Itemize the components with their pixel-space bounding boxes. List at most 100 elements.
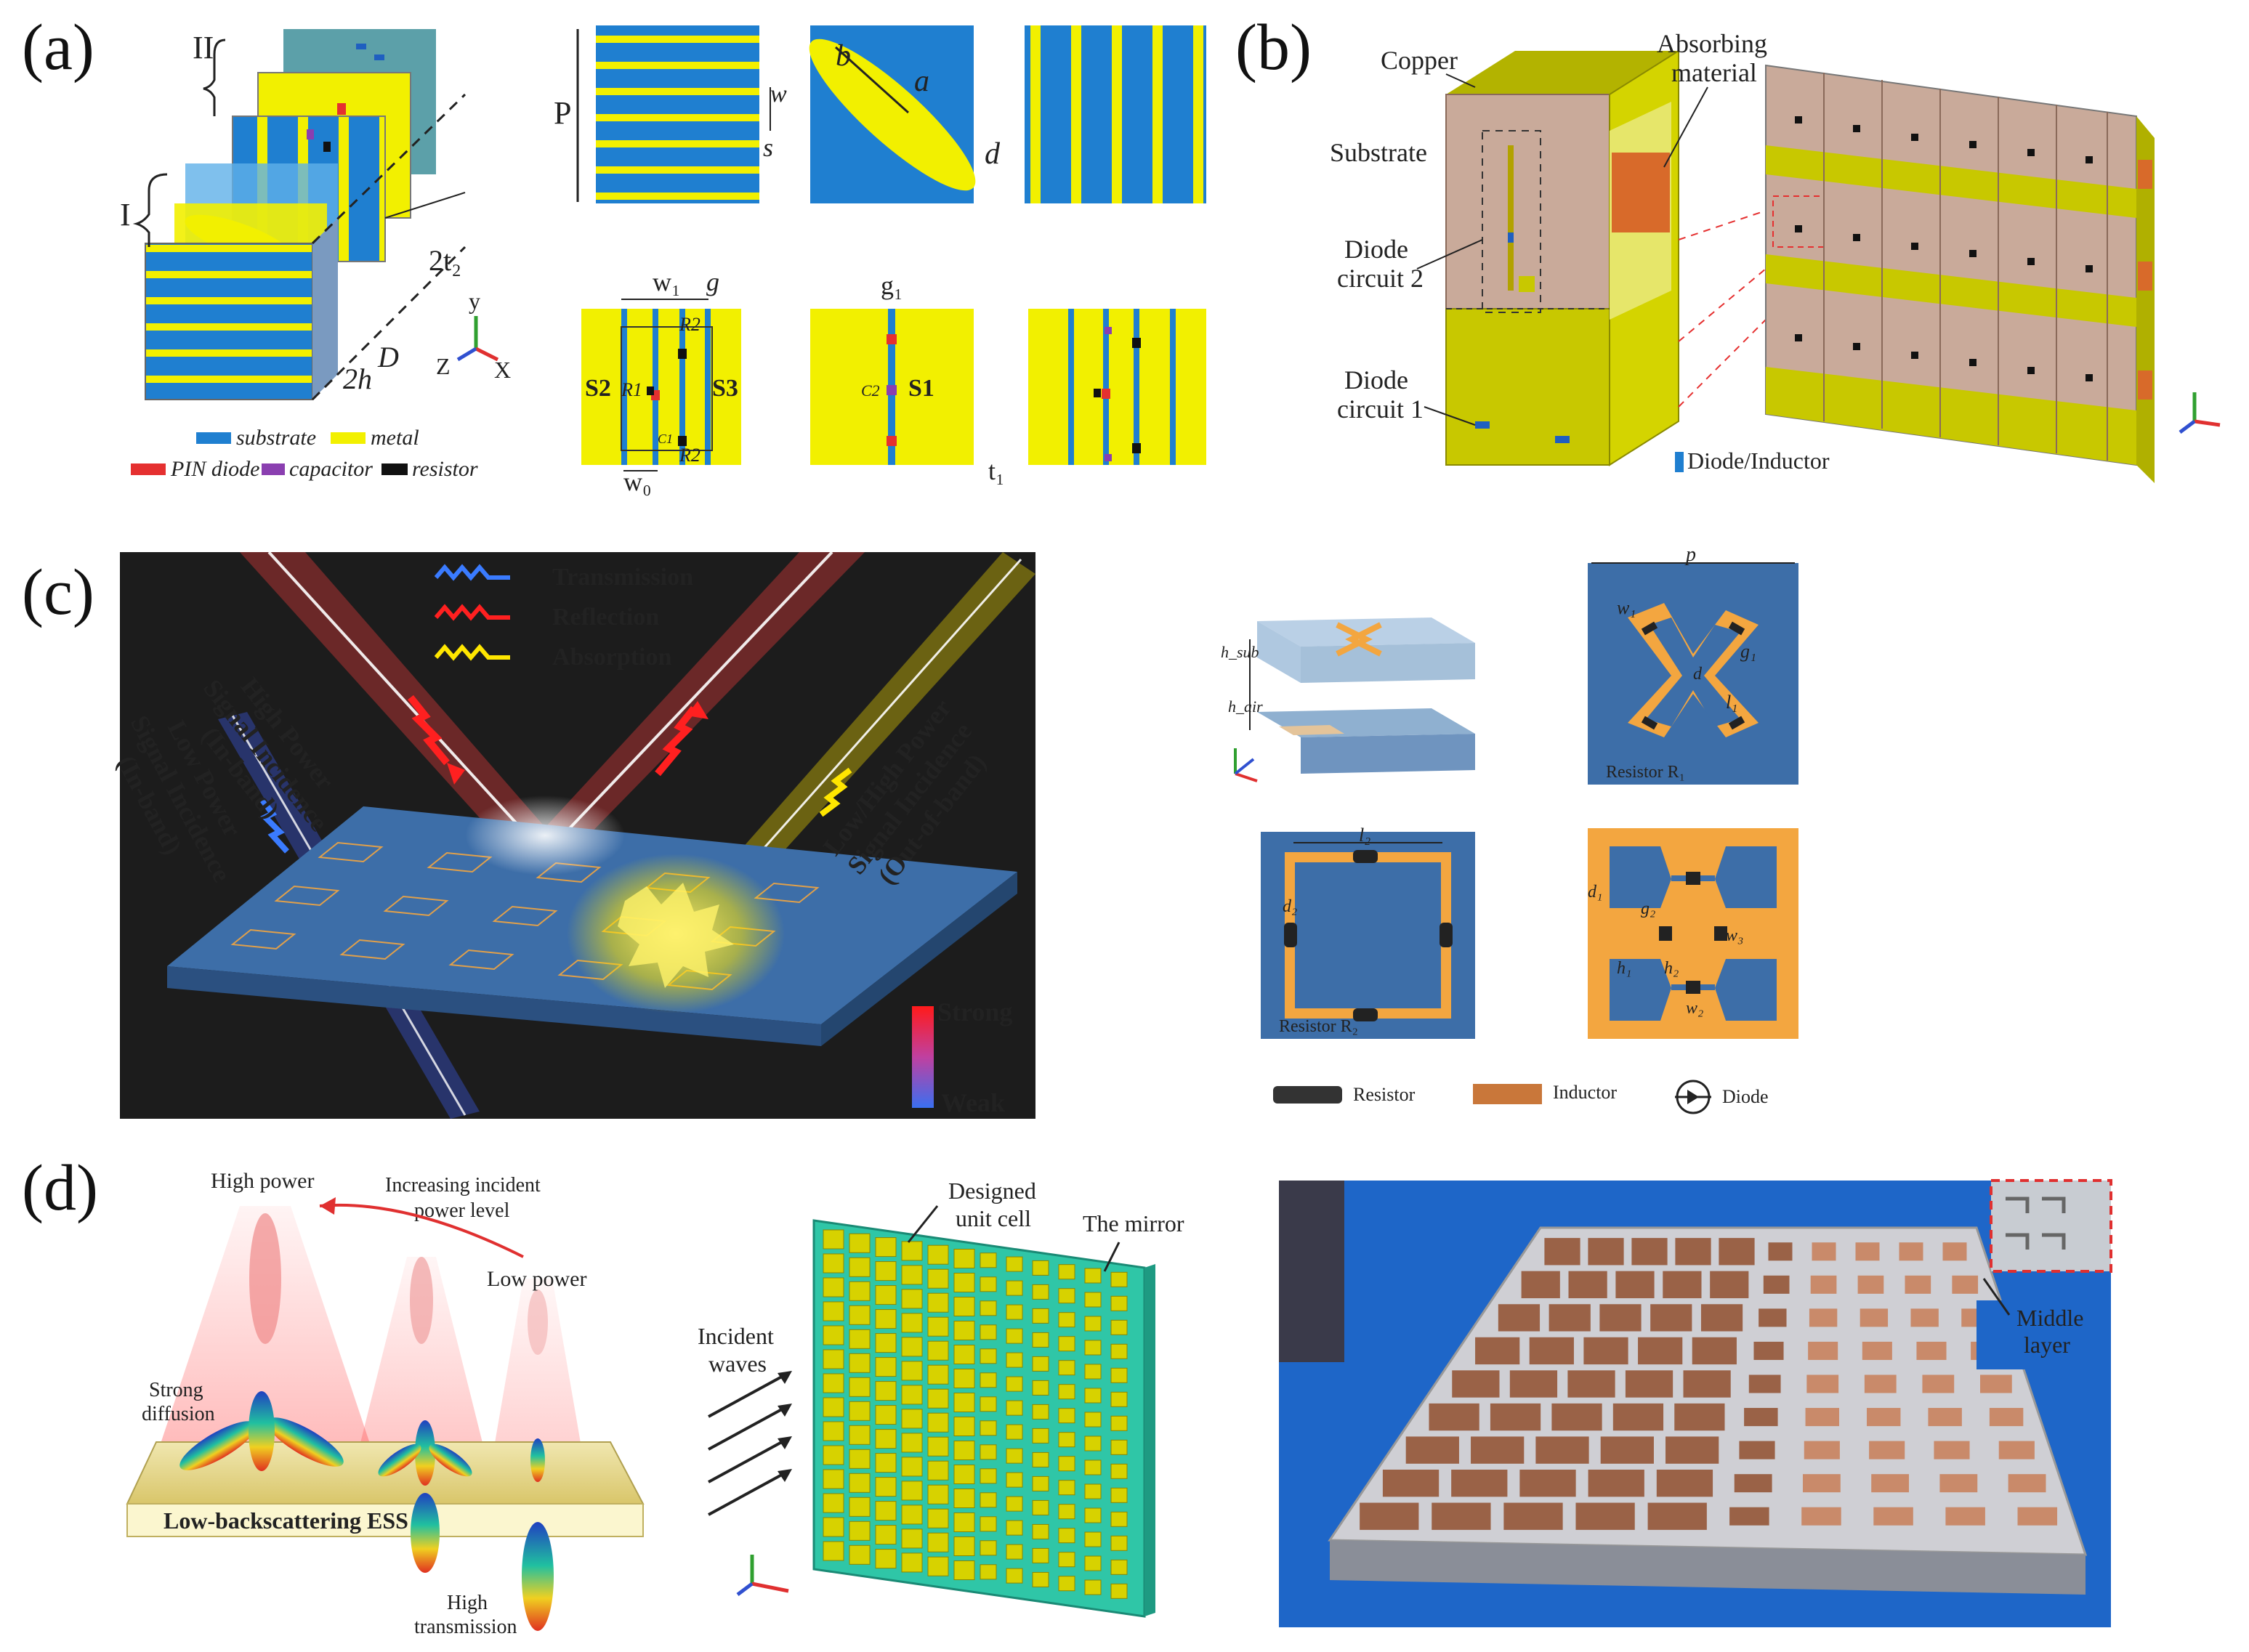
photo-cell: [1647, 1502, 1707, 1530]
grid-cell: [875, 1285, 897, 1305]
label-absorbing: Absorbing: [1657, 29, 1767, 58]
legend-c-diode: Diode: [1722, 1086, 1769, 1107]
middle-layer-cell: d₁ g₂ w₃ h₁ h₂ w₂: [1588, 828, 1798, 1039]
unit-cell-3d: [1445, 49, 1679, 466]
grid-cell: [980, 1324, 997, 1340]
grid-cell: [901, 1552, 923, 1573]
grid-cell: [1110, 1391, 1128, 1407]
photo-cell: [1748, 1374, 1781, 1393]
grid-cell: [875, 1477, 897, 1497]
grid-cell: [1032, 1332, 1049, 1348]
cell-ellipse: b a d: [809, 25, 1001, 203]
photo-cell: [1801, 1507, 1841, 1526]
axis-triad-a: y Z X: [436, 288, 511, 383]
param-r2-top: R2: [679, 314, 700, 335]
grid-cell: [901, 1457, 923, 1477]
grid-cell: [1110, 1343, 1128, 1359]
grid-cell: [953, 1273, 975, 1292]
label-resistor-r1: Resistor R₁: [1606, 763, 1685, 782]
param-b: b: [836, 39, 851, 73]
photo-cell: [1922, 1374, 1955, 1393]
cell-biased-2: C2 S1 g₁ t₁: [810, 271, 1005, 485]
grid-cell: [1006, 1448, 1023, 1464]
photo-cell: [1939, 1474, 1978, 1493]
grid-cell: [980, 1252, 997, 1268]
grid-cell: [849, 1257, 871, 1277]
param-a: a: [914, 65, 929, 98]
param-w0: w₀: [623, 467, 652, 496]
param-h2-c: h₂: [1664, 959, 1679, 978]
photo-cell: [1729, 1507, 1769, 1526]
grid-cell: [927, 1412, 949, 1433]
grid-cell: [927, 1292, 949, 1313]
grid-cell: [980, 1420, 997, 1436]
grid-cell: [1058, 1480, 1075, 1496]
panel-b: (b) Copper Absorbing material Substrate …: [1235, 12, 2221, 483]
param-r2-bottom: R2: [679, 445, 700, 466]
photo-cell: [1490, 1403, 1541, 1431]
photo-cell: [1588, 1469, 1644, 1497]
photo-cell: [1759, 1308, 1787, 1327]
grid-cell: [980, 1540, 997, 1556]
grid-cell: [1032, 1571, 1049, 1587]
panel-c-label: (c): [22, 556, 94, 628]
grid-cell: [1084, 1388, 1102, 1404]
grid-cell: [980, 1372, 997, 1388]
dim-2h: 2h: [343, 363, 372, 395]
grid-cell: [823, 1301, 844, 1321]
photo-cell: [1575, 1502, 1635, 1530]
param-w3-c: w₃: [1726, 926, 1743, 945]
grid-cell: [1110, 1583, 1128, 1599]
grid-cell: [1006, 1400, 1023, 1416]
photo-cell: [1739, 1441, 1775, 1459]
grid-cell: [980, 1300, 997, 1316]
photo-cell: [1768, 1242, 1793, 1261]
photo-cell: [1809, 1308, 1838, 1327]
photo-cell: [1869, 1441, 1905, 1459]
param-g2-c: g₂: [1641, 899, 1655, 918]
roman-ii-label: II: [193, 30, 214, 65]
grid-cell: [823, 1493, 844, 1513]
grid-cell: [1110, 1295, 1128, 1311]
param-l1-c: l₁: [1726, 692, 1737, 713]
grid-cell: [980, 1516, 997, 1532]
dim-d: D: [377, 341, 399, 373]
axis-x: X: [494, 357, 511, 383]
grid-cell: [980, 1564, 997, 1580]
legend-a: substrate metal PIN diode capacitor resi…: [131, 426, 478, 481]
grid-cell: [1084, 1340, 1102, 1356]
label-designed-2: unit cell: [956, 1205, 1031, 1231]
photo-cell: [1810, 1275, 1837, 1294]
grid-cell: [1110, 1463, 1128, 1479]
grid-cell: [849, 1473, 871, 1493]
photo-cell: [1475, 1337, 1520, 1365]
grid-cell: [1058, 1408, 1075, 1424]
grid-cell: [1110, 1487, 1128, 1503]
photo-cell: [1663, 1271, 1702, 1299]
photo-cell: [1734, 1474, 1772, 1493]
photo-cell: [1857, 1275, 1884, 1294]
bottom-layer-cell: l₂ d₂ Resistor R₂: [1261, 825, 1475, 1039]
grid-cell: [980, 1492, 997, 1508]
grid-cell: [823, 1421, 844, 1441]
scattering-lobes: [179, 1391, 554, 1631]
grid-cell: [1084, 1459, 1102, 1475]
grid-cell: [953, 1560, 975, 1580]
grid-cell: [875, 1333, 897, 1353]
grid-cell: [1032, 1451, 1049, 1467]
panel-a-label: (a): [22, 12, 94, 84]
grid-cell: [1110, 1535, 1128, 1551]
legend-resistor: resistor: [412, 457, 478, 481]
grid-cell: [1084, 1292, 1102, 1308]
grid-cell: [1058, 1360, 1075, 1376]
label-diode2-a: Diode: [1344, 235, 1408, 264]
grid-cell: [1058, 1528, 1075, 1544]
grid-cell: [1032, 1380, 1049, 1396]
grid-cell: [823, 1469, 844, 1489]
grid-cell: [1110, 1319, 1128, 1335]
grid-cell: [1058, 1384, 1075, 1400]
grid-cell: [953, 1369, 975, 1388]
photo-cell: [1989, 1408, 2024, 1427]
photo-cell: [1998, 1441, 2035, 1459]
